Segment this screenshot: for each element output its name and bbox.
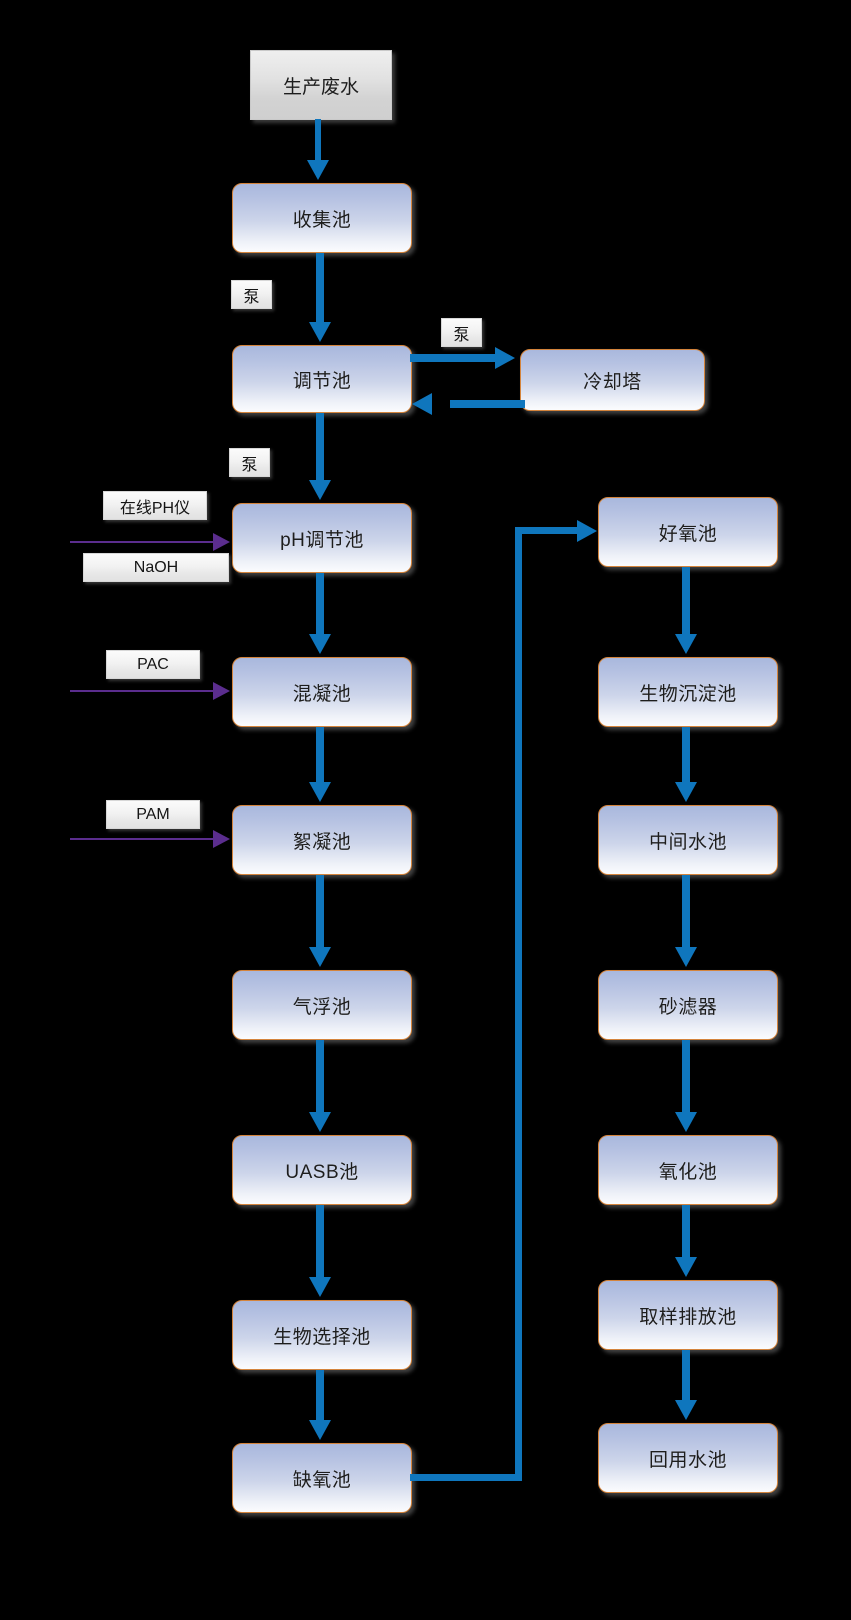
connector-uasb-to-selector bbox=[316, 1205, 324, 1279]
arrowhead-naoh-to-ph bbox=[213, 533, 230, 551]
node-label: pH调节池 bbox=[280, 529, 364, 551]
chip-label: 泵 bbox=[453, 326, 470, 344]
node-label: UASB池 bbox=[285, 1161, 359, 1183]
node-oxidation-tank[interactable]: 氧化池 bbox=[598, 1135, 778, 1205]
connector-flotation-to-uasb bbox=[316, 1040, 324, 1114]
connector-flocculation-to-flotation bbox=[316, 875, 324, 949]
arrowhead-collect-to-equalization bbox=[309, 322, 331, 342]
arrowhead-oxidation-to-sampling bbox=[675, 1257, 697, 1277]
arrowhead-flotation-to-uasb bbox=[309, 1112, 331, 1132]
chip-online-ph-meter: 在线PH仪 bbox=[103, 491, 207, 520]
connector-pam-to-flocculation bbox=[70, 838, 215, 840]
connector-aerobic-to-biosed bbox=[682, 567, 690, 635]
node-label: 冷却塔 bbox=[583, 371, 642, 393]
chip-label: PAM bbox=[136, 805, 170, 823]
node-label: 调节池 bbox=[292, 370, 352, 392]
connector-anoxic-to-aerobic-v bbox=[515, 527, 522, 1477]
chip-label: 泵 bbox=[241, 456, 258, 474]
arrowhead-pam-to-flocculation bbox=[213, 830, 230, 848]
node-equalization-tank[interactable]: 调节池 bbox=[232, 345, 412, 413]
connector-anoxic-to-aerobic-h1 bbox=[410, 1474, 522, 1481]
node-label: 缺氧池 bbox=[292, 1469, 352, 1491]
chip-naoh-dosing: NaOH bbox=[83, 553, 229, 582]
node-label: 氧化池 bbox=[658, 1161, 718, 1183]
connector-source-to-collect bbox=[315, 119, 321, 164]
node-sampling-discharge-tank[interactable]: 取样排放池 bbox=[598, 1280, 778, 1350]
chip-pam-dosing: PAM bbox=[106, 800, 200, 829]
connector-biosed-to-midtank bbox=[682, 727, 690, 785]
connector-sandfilter-to-oxidation bbox=[682, 1040, 690, 1114]
arrowhead-coagulation-to-flocculation bbox=[309, 782, 331, 802]
connector-pac-to-coagulation bbox=[70, 690, 215, 692]
node-label: 好氧池 bbox=[658, 523, 718, 545]
connector-selector-to-anoxic bbox=[316, 1370, 324, 1422]
chip-pump-equalization-to-ph: 泵 bbox=[229, 448, 270, 477]
connector-oxidation-to-sampling bbox=[682, 1205, 690, 1259]
node-sand-filter[interactable]: 砂滤器 bbox=[598, 970, 778, 1040]
node-label: 生产废水 bbox=[282, 76, 359, 98]
node-collect-tank[interactable]: 收集池 bbox=[232, 183, 412, 253]
node-label: 取样排放池 bbox=[639, 1306, 737, 1328]
arrowhead-aerobic-to-biosed bbox=[675, 634, 697, 654]
chip-pac-dosing: PAC bbox=[106, 650, 200, 679]
connector-naoh-to-ph bbox=[70, 541, 215, 543]
arrowhead-biosed-to-midtank bbox=[675, 782, 697, 802]
node-label: 收集池 bbox=[292, 209, 352, 231]
node-label: 回用水池 bbox=[648, 1449, 727, 1471]
node-uasb-tank[interactable]: UASB池 bbox=[232, 1135, 412, 1205]
arrowhead-ph-to-coagulation bbox=[309, 634, 331, 654]
chip-label: NaOH bbox=[133, 558, 179, 576]
connector-anoxic-to-aerobic-h2 bbox=[515, 527, 577, 534]
chip-label: PAC bbox=[137, 655, 169, 673]
node-label: 混凝池 bbox=[292, 683, 352, 705]
connector-coagulation-to-flocculation bbox=[316, 727, 324, 785]
arrowhead-equalization-to-ph bbox=[309, 480, 331, 500]
node-label: 中间水池 bbox=[648, 831, 727, 853]
node-cooling-tower[interactable]: 冷却塔 bbox=[520, 349, 705, 411]
connector-equalization-to-cooling bbox=[410, 354, 495, 362]
node-flotation-tank[interactable]: 气浮池 bbox=[232, 970, 412, 1040]
chip-label: 在线PH仪 bbox=[119, 499, 191, 517]
connector-midtank-to-sandfilter bbox=[682, 875, 690, 949]
arrowhead-sandfilter-to-oxidation bbox=[675, 1112, 697, 1132]
arrowhead-anoxic-to-aerobic bbox=[577, 520, 597, 542]
node-source-wastewater[interactable]: 生产废水 bbox=[250, 50, 392, 120]
connector-ph-to-coagulation bbox=[316, 573, 324, 637]
arrowhead-midtank-to-sandfilter bbox=[675, 947, 697, 967]
arrowhead-pac-to-coagulation bbox=[213, 682, 230, 700]
node-intermediate-tank[interactable]: 中间水池 bbox=[598, 805, 778, 875]
node-flocculation-tank[interactable]: 絮凝池 bbox=[232, 805, 412, 875]
node-coagulation-tank[interactable]: 混凝池 bbox=[232, 657, 412, 727]
connector-sampling-to-reuse bbox=[682, 1350, 690, 1402]
connector-equalization-to-ph bbox=[316, 413, 324, 483]
chip-pump-collect-to-equalization: 泵 bbox=[231, 280, 272, 309]
arrowhead-source-to-collect bbox=[307, 160, 329, 180]
chip-pump-equalization-to-cooling: 泵 bbox=[441, 318, 482, 347]
node-ph-adjust-tank[interactable]: pH调节池 bbox=[232, 503, 412, 573]
connector-collect-to-equalization bbox=[316, 253, 324, 325]
connector-cooling-to-equalization bbox=[450, 400, 525, 408]
arrowhead-sampling-to-reuse bbox=[675, 1400, 697, 1420]
node-label: 生物选择池 bbox=[273, 1326, 371, 1348]
node-label: 絮凝池 bbox=[292, 831, 352, 853]
node-bio-selector-tank[interactable]: 生物选择池 bbox=[232, 1300, 412, 1370]
node-label: 生物沉淀池 bbox=[639, 683, 737, 705]
node-label: 砂滤器 bbox=[658, 996, 718, 1018]
arrowhead-selector-to-anoxic bbox=[309, 1420, 331, 1440]
arrowhead-equalization-to-cooling bbox=[495, 347, 515, 369]
node-reuse-water-tank[interactable]: 回用水池 bbox=[598, 1423, 778, 1493]
node-anoxic-tank[interactable]: 缺氧池 bbox=[232, 1443, 412, 1513]
arrowhead-cooling-to-equalization bbox=[412, 393, 432, 415]
arrowhead-flocculation-to-flotation bbox=[309, 947, 331, 967]
node-bio-sedimentation-tank[interactable]: 生物沉淀池 bbox=[598, 657, 778, 727]
arrowhead-uasb-to-selector bbox=[309, 1277, 331, 1297]
node-aerobic-tank[interactable]: 好氧池 bbox=[598, 497, 778, 567]
chip-label: 泵 bbox=[243, 288, 260, 306]
node-label: 气浮池 bbox=[292, 996, 352, 1018]
